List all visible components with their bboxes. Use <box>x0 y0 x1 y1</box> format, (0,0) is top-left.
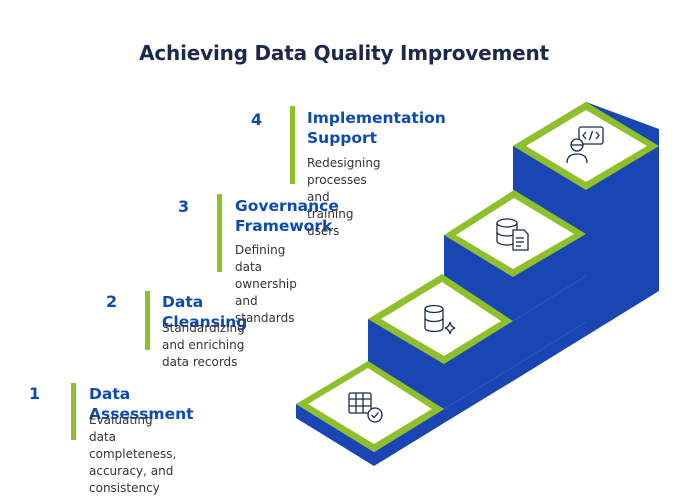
step-description: Standardizing and enriching data records <box>162 320 245 371</box>
step-number: 4 <box>251 110 263 129</box>
step-number: 2 <box>106 292 118 311</box>
stair-body <box>513 276 586 367</box>
step-heading: Implementation Support <box>307 108 446 148</box>
step-heading: Data Assessment <box>89 384 194 424</box>
step-heading-line1: Governance <box>235 197 339 215</box>
step-desc-line1: Defining data ownership and <box>235 243 297 308</box>
step-accent-bar <box>290 106 295 184</box>
table-check-icon <box>348 392 383 423</box>
step-number: 3 <box>178 197 190 216</box>
stair-tread-top <box>526 110 647 182</box>
stair-side-face <box>296 404 374 466</box>
step-description: Defining data ownership and standards <box>235 242 297 327</box>
step-heading-line2: Framework <box>235 217 333 235</box>
step-heading: Data Cleansing <box>162 292 247 332</box>
step-accent-bar <box>71 383 76 440</box>
step-number: 1 <box>29 384 41 403</box>
step-heading-line1: Data Cleansing <box>162 293 248 331</box>
step-heading-line1: Implementation <box>307 109 446 127</box>
stair-side-face <box>513 322 586 381</box>
step-accent-bar <box>145 291 150 350</box>
stair-side-face <box>444 367 513 423</box>
step-desc-line1: Evaluating data completeness, <box>89 413 177 461</box>
database-document-icon <box>496 218 529 251</box>
step-heading-line1: Data Assessment <box>89 385 194 423</box>
step-desc-line1: Standardizing and enriching <box>162 321 245 352</box>
developer-code-icon <box>566 126 604 164</box>
step-heading-line2: Support <box>307 129 378 147</box>
stair-tread-top <box>381 282 501 356</box>
step-desc-line2: data records <box>162 355 238 369</box>
step-heading: Governance Framework <box>235 196 339 236</box>
step-description: Redesigning processes and training users <box>307 155 381 240</box>
step-desc-line2: standards <box>235 311 295 325</box>
database-sparkle-icon <box>424 304 456 335</box>
step-accent-bar <box>217 194 222 272</box>
page-title: Achieving Data Quality Improvement <box>139 41 549 65</box>
step-desc-line2: training users <box>307 207 354 238</box>
step-desc-line1: Redesigning processes and <box>307 156 381 204</box>
stair-body <box>586 189 659 322</box>
stair-side-face <box>374 409 444 466</box>
